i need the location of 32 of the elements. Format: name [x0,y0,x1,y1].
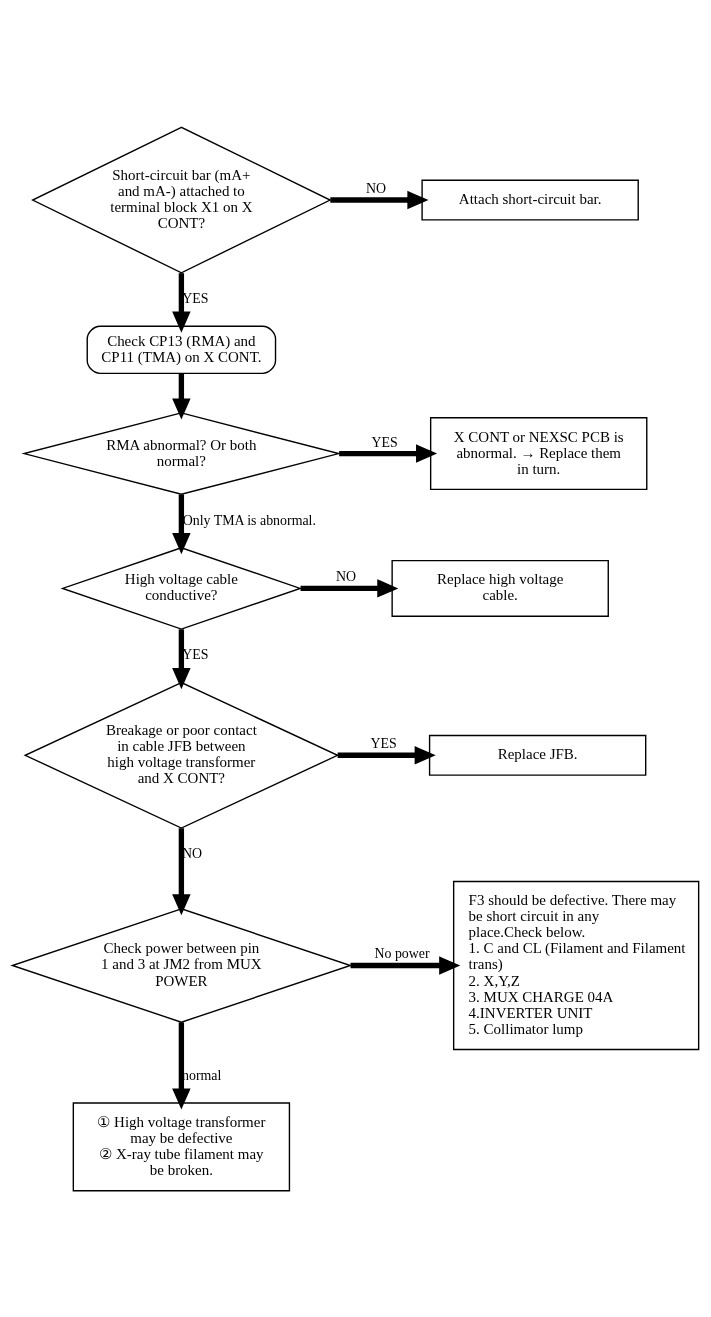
node-box: Attach short-circuit bar. [421,179,639,220]
edge-label: No power [374,945,430,961]
arrow [337,745,436,764]
node-box: F3 should be defective. There may be short circuit in any place.Check below. 1. C and CL (Filament and Filament trans) 2. X,Y,Z 3. MUX CHARGE 04A 4.INVERTER UNIT 5. Collimator lump [452,880,700,1050]
arrow [339,443,438,463]
node-diamond: Breakage or poor contact in cable JFB between high voltage transformer and X CONT? [23,681,340,829]
edge-label: NO [336,568,357,584]
edge-label: Only TMA is abnormal. [182,512,316,528]
arrow [172,827,191,915]
arrow [300,578,399,598]
node-box: ① High voltage transformer may be defective ② X-ray tube filament may be broken. [72,1101,291,1191]
arrow [172,628,191,689]
edge-label: YES [370,735,397,751]
arrow [172,272,191,333]
arrow [172,493,191,554]
node-box: Replace high voltage cable. [391,559,609,617]
edge-label: YES [182,646,209,662]
edge-label: NO [182,845,203,861]
edge-label: YES [371,434,398,450]
node-box: Check CP13 (RMA) and CP11 (TMA) on X CONT. [86,325,277,374]
node-diamond: High voltage cable conductive? [60,546,303,630]
node-diamond: Short-circuit bar (mA+ and mA-) attached to terminal block X1 on X CONT? [31,126,332,274]
arrow [350,955,461,975]
node-box: X CONT or NEXSC PCB is abnormal. → Replace them in turn. [429,416,648,490]
edge-label: YES [182,290,209,306]
node-box: Replace JFB. [428,734,647,776]
node-diamond: Check power between pin 1 and 3 at JM2 from MUX POWER [10,907,353,1023]
edge-label: NO [366,180,387,196]
arrow [330,190,429,209]
node-diamond: RMA abnormal? Or both normal? [21,411,342,495]
arrow [172,372,191,419]
arrow [172,1021,191,1110]
